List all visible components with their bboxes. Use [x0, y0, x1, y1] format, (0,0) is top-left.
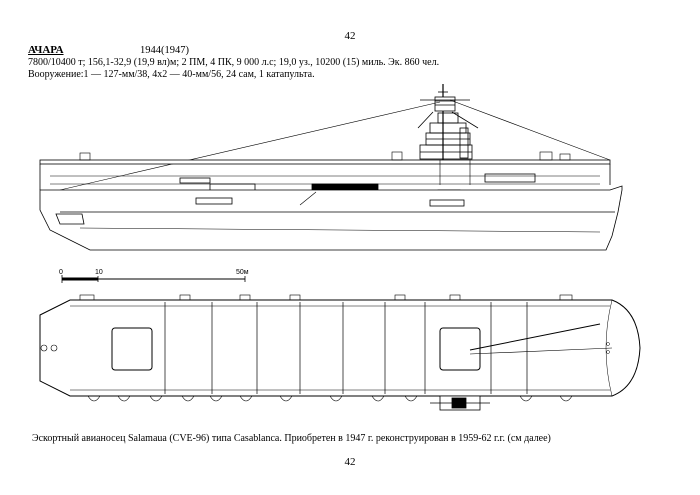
hull-boat [195, 197, 233, 205]
ship-header: АЧАРА 1944(1947) 7800/10400 т; 156,1-32,… [28, 44, 668, 81]
figure-caption: Эскортный авианосец Salamaua (CVE-96) ти… [32, 433, 551, 444]
deck-edge-guns [79, 151, 571, 185]
forward-elevator [439, 327, 481, 371]
ship-specs: 7800/10400 т; 156,1-32,9 (19,9 вл)м; 2 П… [28, 57, 440, 68]
scale-label-10: 10 [95, 269, 103, 276]
ship-years: 1944(1947) [140, 45, 189, 56]
rigging-wire [59, 101, 441, 191]
page-number-bottom: 42 [344, 456, 356, 468]
page-number-top: 42 [344, 30, 356, 42]
plan-view-drawing [39, 294, 641, 411]
catapult-track [469, 323, 601, 351]
deck-panel-lines [164, 302, 528, 394]
title-row: АЧАРА 1944(1947) [28, 44, 668, 57]
scale-label-50: 50м [236, 269, 249, 276]
rudder [55, 213, 85, 225]
island-plan [430, 395, 490, 411]
sponsons-top [79, 294, 573, 301]
hull [39, 185, 623, 251]
mast [417, 84, 479, 160]
flight-deck [39, 159, 611, 165]
flight-deck-plan [39, 299, 641, 397]
side-profile-drawing [39, 84, 623, 251]
rigging-wire [449, 99, 611, 161]
hull-boat [429, 199, 465, 207]
scale-label-0: 0 [59, 269, 63, 276]
ship-name: АЧАРА [28, 44, 64, 56]
island-superstructure [419, 122, 473, 160]
sponsons-bottom [87, 395, 573, 402]
ship-armament: Вооружение:1 — 127-мм/38, 4х2 — 40-мм/56… [28, 69, 315, 80]
scale-bar: 0 10 50м [59, 269, 249, 283]
aft-elevator [111, 327, 153, 371]
